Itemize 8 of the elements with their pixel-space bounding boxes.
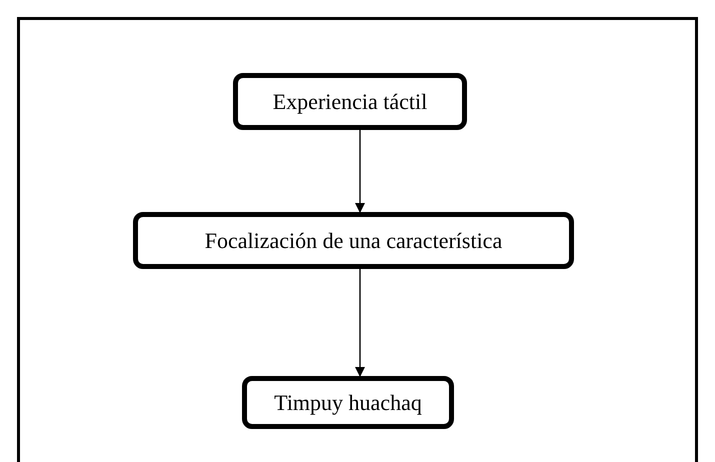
process-box: [233, 73, 467, 130]
arrow: [355, 269, 365, 377]
box-label: Experiencia táctil: [272, 88, 428, 116]
process-box: [242, 376, 454, 429]
process-box: [133, 212, 574, 269]
arrow: [355, 130, 365, 213]
box-label: Focalización de una característica: [204, 227, 502, 255]
box-label: Timpuy huachaq: [274, 389, 422, 417]
